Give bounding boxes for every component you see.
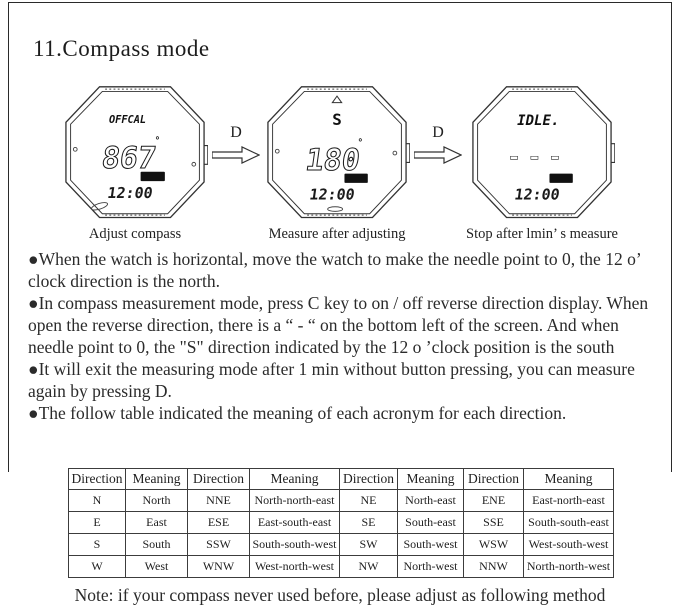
col-header: Meaning [523,468,614,490]
meaning-cell: West [125,555,188,578]
instructions-section: ●When the watch is horizontal, move the … [28,248,660,424]
step-arrow-1: D [208,84,264,166]
side-button [611,143,615,163]
lcd-direction-label: S [332,110,342,129]
right-arrow-icon [212,146,261,164]
brand-logo [91,202,109,211]
meaning-cell: West-south-west [523,533,614,556]
lcd-badge [549,173,573,183]
meaning-cell: East [125,511,188,534]
lcd-degree-mark: ° [358,138,364,149]
meaning-cell: North-west [397,555,464,578]
meaning-cell: North-east [397,489,464,512]
lcd-time: 12:00 [513,186,560,204]
figure-caption: Adjust compass [88,226,182,242]
watch-face-idle-illustration: IDLE. ▭ ▭ ▭ 12:00 [472,86,615,219]
lcd-badge [344,173,368,183]
brand-logo [327,206,344,212]
direction-cell: ESE [187,511,250,534]
meaning-cell: South [125,533,188,556]
meaning-cell: East-south-east [249,511,340,534]
meaning-cell: South-east [397,511,464,534]
lcd-mode-label: IDLE. [517,113,559,129]
side-button [204,145,209,165]
direction-cell: SE [339,511,398,534]
direction-cell: SSE [463,511,524,534]
table-row: W West WNW West-north-west NW North-west… [68,555,614,578]
direction-cell: NE [339,489,398,512]
meaning-cell: South-south-east [523,511,614,534]
col-header: Direction [187,468,250,490]
direction-cell: S [68,533,126,556]
direction-cell: WSW [463,533,524,556]
meaning-cell: West-north-west [249,555,340,578]
col-header: Direction [339,468,398,490]
arrow-key-label: D [230,124,242,141]
meaning-cell: North-north-west [523,555,614,578]
north-pointer-icon [331,95,343,104]
right-arrow-icon [414,146,463,164]
page-title: 11.Compass mode [33,36,210,61]
watch-figure-measure: S 180 ° 12:00 Measure after adjusting [264,84,411,243]
direction-meaning-table: Direction Meaning Direction Meaning Dire… [68,468,614,578]
figure-caption: Measure after adjusting [268,226,406,242]
instruction-bullet-2: ●In compass measurement mode, press C ke… [28,293,649,358]
direction-cell: W [68,555,126,578]
watch-figure-idle: IDLE. ▭ ▭ ▭ 12:00 Stop after lmin’ s mea… [466,84,618,243]
watch-figure-adjust: OFFCAL 867 ° 12:00 Adjust compass [62,84,209,243]
lcd-time: 12:00 [308,186,355,204]
direction-cell: NNE [187,489,250,512]
watch-face-offcal-illustration: OFFCAL 867 ° 12:00 [65,86,209,219]
side-button [406,143,411,163]
table-row: S South SSW South-south-west SW South-we… [68,533,614,556]
direction-cell: E [68,511,126,534]
col-header: Direction [463,468,524,490]
lcd-main-value: 180 [303,143,362,178]
step-arrow-2: D [410,84,466,166]
direction-cell: WNW [187,555,250,578]
lcd-degree-mark: ° [155,136,161,147]
table-row: N North NNE North-north-east NE North-ea… [68,489,614,512]
watch-face-south-illustration: S 180 ° 12:00 [267,86,411,219]
col-header: Meaning [397,468,464,490]
meaning-cell: South-west [397,533,464,556]
lcd-main-value: 867 [99,141,158,176]
instruction-bullet-1: ●When the watch is horizontal, move the … [28,249,641,292]
lcd-mode-label: OFFCAL [109,114,146,126]
direction-cell: NNW [463,555,524,578]
meaning-cell: North [125,489,188,512]
col-header: Direction [68,468,126,490]
instruction-bullet-3: ●It will exit the measuring mode after 1… [28,359,635,402]
meaning-cell: East-north-east [523,489,614,512]
table-header-row: Direction Meaning Direction Meaning Dire… [68,468,614,490]
lcd-time: 12:00 [106,184,153,202]
instruction-bullet-4: ●The follow table indicated the meaning … [28,403,567,424]
compass-figures: OFFCAL 867 ° 12:00 Adjust compass D [0,84,680,243]
figure-caption: Stop after lmin’ s measure [466,226,618,242]
direction-cell: ENE [463,489,524,512]
lcd-segment-dashes: ▭ ▭ ▭ [509,152,563,164]
direction-cell: SSW [187,533,250,556]
col-header: Meaning [249,468,340,490]
lcd-badge [140,171,165,182]
direction-cell: NW [339,555,398,578]
direction-cell: SW [339,533,398,556]
direction-cell: N [68,489,126,512]
col-header: Meaning [125,468,188,490]
footer-note: Note: if your compass never used before,… [74,585,606,605]
arrow-key-label: D [432,124,444,141]
meaning-cell: South-south-west [249,533,340,556]
table-row: E East ESE East-south-east SE South-east… [68,511,614,534]
meaning-cell: North-north-east [249,489,340,512]
